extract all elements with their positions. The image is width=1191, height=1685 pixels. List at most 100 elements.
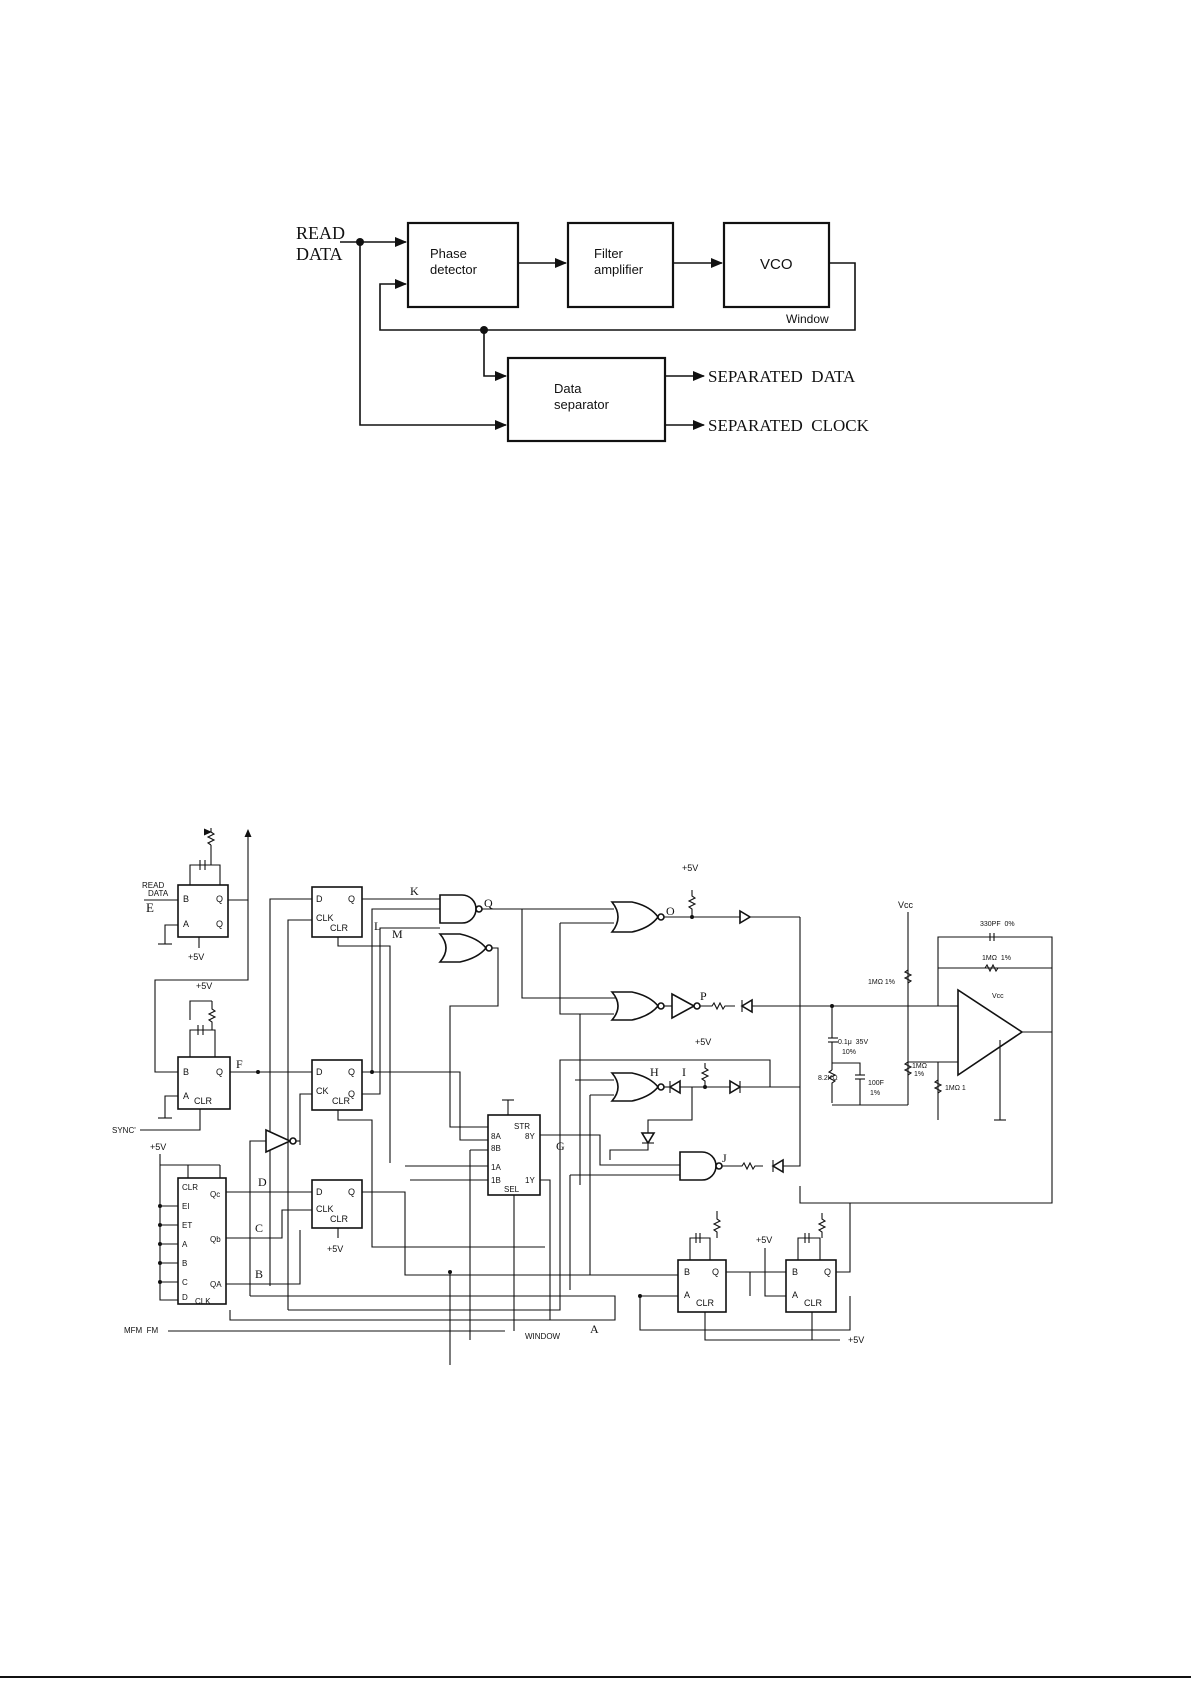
wire [449, 947, 499, 1128]
pin-label: B [183, 1067, 189, 1077]
diode [771, 1158, 784, 1174]
resistor [700, 1001, 735, 1011]
vcc-label: Vcc [898, 900, 914, 910]
counter-input-taps [158, 1204, 178, 1284]
node-h-label: H [650, 1065, 659, 1079]
wire [229, 1295, 616, 1321]
wire [362, 1071, 488, 1141]
inverter-bubble [289, 1137, 297, 1145]
plus5v-label: +5V [327, 1244, 343, 1254]
pin-label: B [183, 894, 189, 904]
one-shot-ic-4 [785, 1259, 837, 1313]
node-l-label: L [374, 919, 381, 933]
resistor-label: 1MΩ [912, 1063, 927, 1070]
pin-label: Q [348, 1067, 355, 1077]
pin-label: Q [824, 1267, 831, 1277]
wire [164, 1095, 178, 1118]
gate-bubble [485, 944, 493, 952]
junction-dot [638, 1294, 642, 1298]
wire [159, 1154, 178, 1301]
pin-label: D [316, 894, 323, 904]
gate-bubble [657, 913, 665, 921]
inverter-gate-2 [671, 992, 696, 1020]
node-m-label: M [392, 927, 403, 941]
or-gate-h [610, 1072, 660, 1102]
node-e-label: E [146, 900, 154, 915]
pin-label: Q [712, 1267, 719, 1277]
pin-label: Q [348, 1089, 355, 1099]
wire [540, 1179, 551, 1320]
wire [189, 1000, 212, 1020]
diode [740, 998, 753, 1014]
plus5v-label: +5V [695, 1037, 711, 1047]
inverter-gate-1 [265, 1128, 292, 1154]
wire [726, 1271, 751, 1296]
nand-gate-1 [439, 894, 477, 924]
wire [228, 829, 252, 901]
resistor-label: 1% [914, 1071, 924, 1078]
pin-label: Qc [210, 1190, 220, 1199]
pin-label: Q [348, 1187, 355, 1197]
node-q-label: Q [484, 896, 493, 910]
pin-label: B [684, 1267, 690, 1277]
d-flip-flop-3 [311, 1179, 363, 1229]
pin-label: CLR [330, 923, 349, 933]
wire [559, 923, 614, 1015]
resistor [903, 1061, 913, 1076]
pin-label: C [182, 1278, 188, 1287]
resistor-label: 1MΩ 1% [868, 979, 895, 986]
wire [249, 1140, 266, 1296]
wire [337, 1110, 545, 1248]
pin-label: 8B [491, 1144, 501, 1153]
multiplexer-ic [487, 1114, 541, 1196]
node-i-label: I [682, 1065, 686, 1079]
filter-amplifier-label-2: amplifier [594, 262, 644, 277]
pin-label: A [182, 1240, 188, 1249]
pin-label: A [684, 1290, 690, 1300]
phase-detector-label-1: Phase [430, 246, 467, 261]
pin-label: CLK [195, 1297, 211, 1306]
pin-label: CLR [194, 1096, 213, 1106]
pin-label: D [316, 1187, 323, 1197]
wire [154, 900, 249, 1073]
plus5v-label: +5V [188, 952, 204, 962]
pin-label: 8Y [525, 1132, 535, 1141]
sync-label: SYNC' [112, 1126, 136, 1135]
node-k-label: K [410, 884, 419, 898]
one-shot-ic-2 [177, 1056, 231, 1110]
inverter-bubble [693, 1002, 701, 1010]
one-shot-ic-3 [677, 1259, 727, 1313]
pin-label: CLK [316, 1204, 334, 1214]
data-separator-label-2: separator [554, 397, 610, 412]
wire [783, 917, 801, 1167]
pin-label: CLR [332, 1096, 351, 1106]
wire [164, 924, 178, 944]
pin-label: D [316, 1067, 323, 1077]
block-diagram: READ DATA Phase detector Filter amplifie… [296, 221, 870, 443]
node-d-label: D [258, 1175, 267, 1189]
pin-label: CLK [316, 913, 334, 923]
phase-detector-block [406, 221, 520, 309]
capacitor-label: 1% [870, 1090, 880, 1097]
pin-label: A [183, 919, 189, 929]
gate-bubble [475, 905, 483, 913]
data-separator-label-1: Data [554, 381, 582, 396]
or-gate-p [610, 991, 660, 1021]
wire [540, 1134, 680, 1166]
wire [609, 1143, 649, 1160]
diode [640, 1132, 656, 1145]
wire [836, 1203, 851, 1273]
nand-gate-j [679, 1151, 717, 1181]
pin-label: 1B [491, 1176, 501, 1185]
d-flip-flop-2 [311, 1059, 363, 1111]
plus5v-label: +5V [150, 1142, 166, 1152]
gate-bubble [657, 1002, 665, 1010]
pin-label: B [182, 1259, 187, 1268]
pin-label: STR [514, 1122, 530, 1131]
wire [288, 1059, 771, 1311]
wire [832, 1062, 861, 1075]
wire [639, 1295, 851, 1331]
resistor [984, 963, 999, 973]
pin-label: 8A [491, 1132, 501, 1141]
one-shot-ic-1 [177, 884, 229, 938]
